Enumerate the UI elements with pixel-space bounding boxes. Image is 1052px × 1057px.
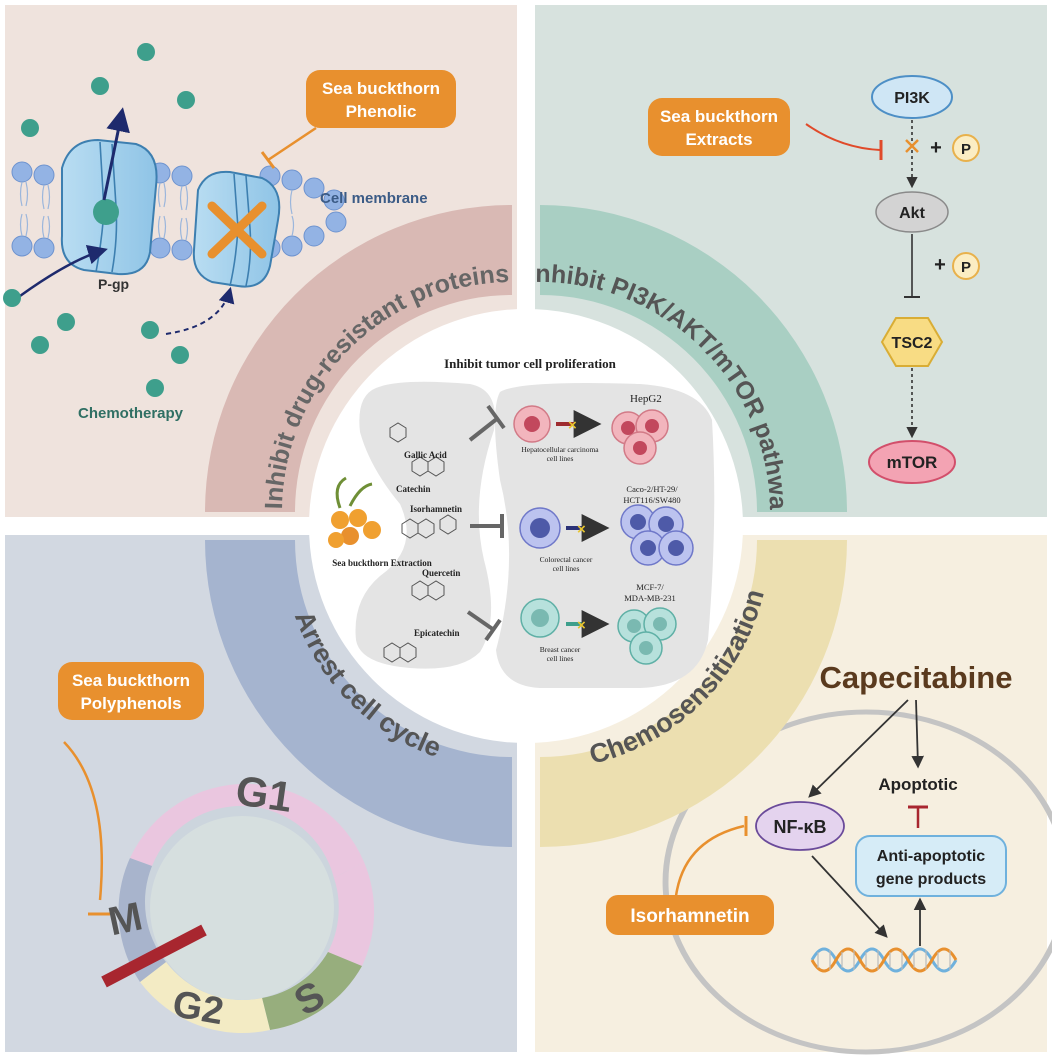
svg-text:×: ×: [568, 417, 577, 434]
ring-bottom-right: [540, 540, 847, 847]
extracts-label-2: Extracts: [685, 130, 752, 149]
center-title: Inhibit tumor cell proliferation: [444, 356, 617, 371]
hepg2-desc-2: cell lines: [547, 454, 574, 463]
nfkb-dna-arrow: [811, 855, 888, 938]
phenolic-label-2: Phenolic: [346, 102, 417, 121]
anti-apoptotic-label-1: Anti-apoptotic: [877, 848, 986, 865]
p-gp-label: P-gp: [98, 276, 129, 292]
plus-sign-2: +: [934, 254, 946, 276]
extracts-box: Sea buckthorn Extracts: [648, 98, 790, 156]
svg-text:×: ×: [577, 617, 586, 634]
isorhamnetin-box: Isorhamnetin: [606, 895, 774, 935]
inhibit-bar-phenolic: [260, 151, 276, 169]
cell-cycle-wheel: [118, 783, 375, 1034]
phase-g2: [140, 962, 270, 1034]
pi3k-label: PI3K: [894, 90, 930, 107]
colorectal-code-2: HCT116/SW480: [623, 495, 680, 505]
mtor-node: mTOR: [868, 440, 956, 484]
entry-arrow: [19, 244, 108, 298]
cell-outline: [662, 709, 1052, 1055]
breast-desc-2: cell lines: [547, 654, 574, 663]
akt-label: Akt: [899, 205, 925, 222]
apoptotic-label: Apoptotic: [878, 775, 957, 794]
mtor-label: mTOR: [887, 453, 938, 472]
anti-apoptotic-box: Anti-apoptotic gene products: [855, 835, 1007, 897]
cell-membrane-label: Cell membrane: [320, 190, 428, 207]
colorectal-desc-2: cell lines: [553, 564, 580, 573]
compound-panel: [355, 381, 495, 669]
ring-top-left: [205, 205, 512, 512]
hepg2-code: HepG2: [630, 393, 662, 405]
phase-g2-label: G2: [169, 983, 226, 1033]
hepg2-desc-1: Hepatocellular carcinoma: [521, 445, 599, 454]
svg-text:×: ×: [577, 521, 586, 538]
nfkb-label: NF-κB: [773, 817, 826, 837]
phenolic-box: Sea buckthorn Phenolic: [306, 70, 456, 128]
p-gp-pump: [60, 138, 158, 276]
efflux-arrow: [102, 107, 130, 201]
phospho-badge-2: P: [952, 252, 980, 280]
phospho-label-1: P: [961, 141, 971, 158]
compound-catechin: Catechin: [396, 484, 431, 494]
isorhamnetin-label: Isorhamnetin: [630, 906, 749, 927]
breast-desc-1: Breast cancer: [540, 645, 581, 654]
breast-code-1: MCF-7/: [636, 582, 664, 592]
inhibit-line-phenolic: [267, 126, 317, 162]
inhibit-line-polyphenols: [63, 741, 103, 901]
cape-nfkb-arrow: [808, 699, 909, 798]
inhibit-t-symbols: [466, 404, 506, 642]
drug-molecules: [3, 43, 195, 397]
compound-quercetin: Quercetin: [422, 568, 460, 578]
cell-row-hepg2: ×: [513, 405, 669, 465]
phospho-label-2: P: [961, 259, 971, 276]
compound-isorhamnetin: Isorhamnetin: [410, 504, 462, 514]
inhibit-line-extracts: [805, 123, 881, 151]
phase-g1: [130, 783, 364, 878]
block-x-small-icon: [905, 139, 919, 153]
ring-bottom-left: [205, 540, 512, 847]
compound-epicatechin: Epicatechin: [414, 628, 460, 638]
phase-g1-label: G1: [233, 766, 295, 820]
capecitabine-label: Capecitabine: [820, 660, 1013, 695]
cell-row-colorectal: ×: [519, 504, 694, 566]
inhibit-line-isorhamnetin: [674, 824, 745, 897]
cell-row-breast: ×: [520, 598, 677, 665]
cycle-block-bar: [101, 924, 207, 988]
block-x-icon: [207, 201, 267, 259]
dna-helix-icon: [810, 947, 958, 973]
extracts-label-1: Sea buckthorn: [660, 107, 778, 126]
polyphenols-label-2: Polyphenols: [80, 694, 181, 713]
ring-top-right: [540, 205, 847, 512]
polyphenols-label-1: Sea buckthorn: [72, 671, 190, 690]
nfkb-node: NF-κB: [755, 801, 845, 851]
dashed-arrow: [165, 286, 235, 335]
breast-code-2: MDA-MB-231: [624, 593, 675, 603]
polyphenols-box: Sea buckthorn Polyphenols: [58, 662, 204, 720]
colorectal-code-1: Caco-2/HT-29/: [626, 484, 678, 494]
sea-buckthorn-berries-icon: [328, 476, 381, 548]
colorectal-desc-1: Colorectal cancer: [540, 555, 593, 564]
plus-sign-1: +: [930, 137, 942, 159]
phase-s: [262, 952, 362, 1030]
phenolic-label-1: Sea buckthorn: [322, 79, 440, 98]
tsc2-label: TSC2: [892, 335, 933, 352]
chemotherapy-label: Chemotherapy: [78, 405, 184, 422]
pi3k-node: PI3K: [871, 75, 953, 119]
membrane-drawing: [11, 161, 347, 261]
compound-structures: [383, 422, 457, 663]
compound-gallic-acid: Gallic Acid: [404, 450, 447, 460]
extraction-label: Sea buckthorn Extraction: [332, 558, 432, 568]
tsc2-node: TSC2: [880, 317, 944, 367]
cape-apoptotic-arrow: [911, 699, 924, 769]
anti-apoptotic-label-2: gene products: [876, 871, 986, 888]
phospho-badge-1: P: [952, 134, 980, 162]
akt-node: Akt: [875, 191, 949, 233]
